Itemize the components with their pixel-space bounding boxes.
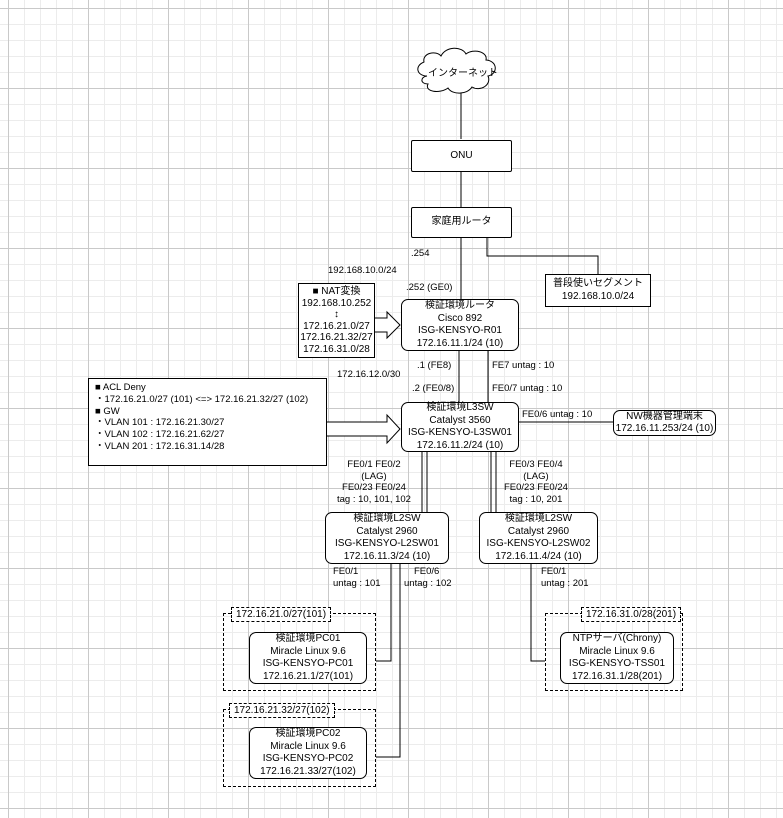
nat-line: 172.16.21.0/27 (303, 320, 370, 332)
l2sw02-host: ISG-KENSYO-L2SW02 (486, 538, 591, 549)
l2sw01-name: 検証環境L2SW (353, 513, 421, 524)
l2sw01-node[interactable]: 検証環境L2SW Catalyst 2960 ISG-KENSYO-L2SW01… (325, 512, 449, 564)
pc02-host: ISG-KENSYO-PC02 (262, 753, 354, 764)
ntp-node[interactable]: NTPサーバ(Chrony) Miracle Linux 9.6 ISG-KEN… (560, 632, 674, 684)
segment-ntp-title: 172.16.31.0/28(201) (581, 607, 682, 622)
gw-title: ■ GW (95, 405, 120, 417)
pc01-name: 検証環境PC01 (275, 633, 341, 644)
router-host: ISG-KENSYO-R01 (418, 325, 502, 336)
l2a-fe01-port: FE0/1 (333, 566, 359, 577)
nat-title: ■ NAT変換 (312, 286, 361, 297)
lag-right-line: FE0/23 FE0/24 (504, 482, 568, 493)
router-254-label: .254 (411, 248, 430, 259)
gw-vlan: ・VLAN 102 : 172.16.21.62/27 (95, 429, 225, 441)
l2a-fe06-vlan: untag : 102 (404, 577, 452, 589)
pc02-ip: 172.16.21.33/27(102) (260, 765, 356, 777)
nw-terminal-node[interactable]: NW機器管理端末 172.16.11.253/24 (10) (613, 410, 716, 436)
l2b-fe01-label: FE0/1 untag : 201 (541, 566, 589, 589)
lab-router-node[interactable]: 検証環境ルータ Cisco 892 ISG-KENSYO-R01 172.16.… (401, 299, 519, 351)
onu-node[interactable]: ONU (411, 140, 512, 172)
router-model: Cisco 892 (437, 312, 483, 324)
lag-right-line: tag : 10, 201 (509, 493, 563, 505)
nat-line: 172.16.21.32/27 (300, 332, 373, 343)
pc01-node[interactable]: 検証環境PC01 Miracle Linux 9.6 ISG-KENSYO-PC… (249, 632, 367, 684)
l2sw02-model: Catalyst 2960 (507, 525, 570, 537)
lag-left-line: FE0/1 FE0/2 (347, 459, 401, 470)
fe0-6-mgmt-label: FE0/6 untag : 10 (522, 409, 593, 420)
l2sw01-model: Catalyst 2960 (356, 525, 418, 537)
nat-line: 172.16.31.0/28 (303, 343, 370, 355)
pc02-name: 検証環境PC02 (275, 728, 341, 739)
l2sw01-ip: 172.16.11.3/24 (10) (343, 550, 431, 562)
onu-label: ONU (450, 149, 473, 161)
normal-segment-net: 192.168.10.0/24 (561, 290, 635, 302)
acl-box: ■ ACL Deny ・172.16.21.0/27 (101) <=> 172… (88, 378, 327, 466)
l2b-fe01-vlan: untag : 201 (541, 577, 589, 589)
nat-line: 192.168.10.252 (301, 297, 372, 309)
fe8-label: .1 (FE8) (417, 360, 452, 371)
pc01-os: Miracle Linux 9.6 (270, 645, 346, 657)
fe0-8-label: .2 (FE0/8) (412, 383, 455, 394)
ntp-name: NTPサーバ(Chrony) (572, 633, 662, 644)
gw-vlan: ・VLAN 201 : 172.16.31.14/28 (95, 440, 225, 452)
nat-arrow: ↕ (334, 309, 339, 320)
l3sw-name: 検証環境L3SW (426, 402, 494, 413)
cloud-icon (417, 47, 496, 94)
nat-box: ■ NAT変換 192.168.10.252 ↕ 172.16.21.0/27 … (298, 283, 375, 358)
l3sw-host: ISG-KENSYO-L3SW01 (408, 427, 512, 438)
lag-right-label: FE0/3 FE0/4 (LAG) FE0/23 FE0/24 tag : 10… (504, 459, 568, 505)
pc02-node[interactable]: 検証環境PC02 Miracle Linux 9.6 ISG-KENSYO-PC… (249, 727, 367, 779)
acl-title: ■ ACL Deny (95, 382, 146, 393)
router-name: 検証環境ルータ (425, 300, 495, 311)
fe7-label: FE7 untag : 10 (492, 360, 555, 371)
segment-pc01-title: 172.16.21.0/27(101) (231, 607, 332, 622)
l2b-fe01-port: FE0/1 (541, 566, 567, 577)
l2sw02-node[interactable]: 検証環境L2SW Catalyst 2960 ISG-KENSYO-L2SW02… (479, 512, 598, 564)
home-router-label: 家庭用ルータ (431, 216, 492, 228)
lag-right-line: FE0/3 FE0/4 (509, 459, 563, 470)
acl-rule: ・172.16.21.0/27 (101) <=> 172.16.21.32/2… (95, 393, 309, 405)
normal-segment-name: 普段使いセグメント (553, 278, 643, 289)
internet-label: インターネット (428, 68, 498, 79)
ntp-host: ISG-KENSYO-TSS01 (568, 658, 666, 669)
l3sw-ip: 172.16.11.2/24 (10) (416, 439, 504, 451)
lag-left-line: (LAG) (361, 470, 387, 482)
l2a-fe06-port: FE0/6 (414, 566, 440, 577)
pc02-os: Miracle Linux 9.6 (270, 740, 346, 752)
ntp-ip: 172.16.31.1/28(201) (571, 670, 663, 682)
l2a-fe01-label: FE0/1 untag : 101 (333, 566, 381, 589)
router-ip: 172.16.11.1/24 (10) (416, 337, 504, 349)
lag-left-line: FE0/23 FE0/24 (342, 482, 406, 493)
segment-pc02-title: 172.16.21.32/27(102) (229, 703, 335, 718)
lag-right-line: (LAG) (523, 470, 549, 482)
l2sw02-ip: 172.16.11.4/24 (10) (495, 550, 582, 562)
router-252-label: .252 (GE0) (406, 282, 453, 293)
pc01-ip: 172.16.21.1/27(101) (262, 670, 354, 682)
pc01-host: ISG-KENSYO-PC01 (262, 658, 354, 669)
nw-terminal-ip: 172.16.11.253/24 (10) (615, 423, 714, 434)
gw-vlan: ・VLAN 101 : 172.16.21.30/27 (95, 417, 225, 429)
l2sw02-name: 検証環境L2SW (504, 513, 573, 524)
l2a-fe01-vlan: untag : 101 (333, 577, 381, 589)
normal-segment-node[interactable]: 普段使いセグメント 192.168.10.0/24 (545, 274, 651, 307)
fe0-7-label: FE0/7 untag : 10 (492, 383, 563, 394)
l2a-fe06-label: FE0/6 untag : 102 (404, 566, 452, 589)
l3sw-model: Catalyst 3560 (429, 414, 491, 426)
ntp-os: Miracle Linux 9.6 (579, 645, 655, 657)
link-net-label: 172.16.12.0/30 (337, 369, 401, 380)
lag-left-line: tag : 10, 101, 102 (337, 493, 411, 505)
home-router-node[interactable]: 家庭用ルータ (411, 207, 512, 238)
nw-terminal-name: NW機器管理端末 (626, 411, 703, 422)
l3sw-node[interactable]: 検証環境L3SW Catalyst 3560 ISG-KENSYO-L3SW01… (401, 402, 519, 452)
home-lan-label: 192.168.10.0/24 (328, 265, 397, 276)
lag-left-label: FE0/1 FE0/2 (LAG) FE0/23 FE0/24 tag : 10… (337, 459, 411, 505)
l2sw01-host: ISG-KENSYO-L2SW01 (335, 538, 439, 549)
